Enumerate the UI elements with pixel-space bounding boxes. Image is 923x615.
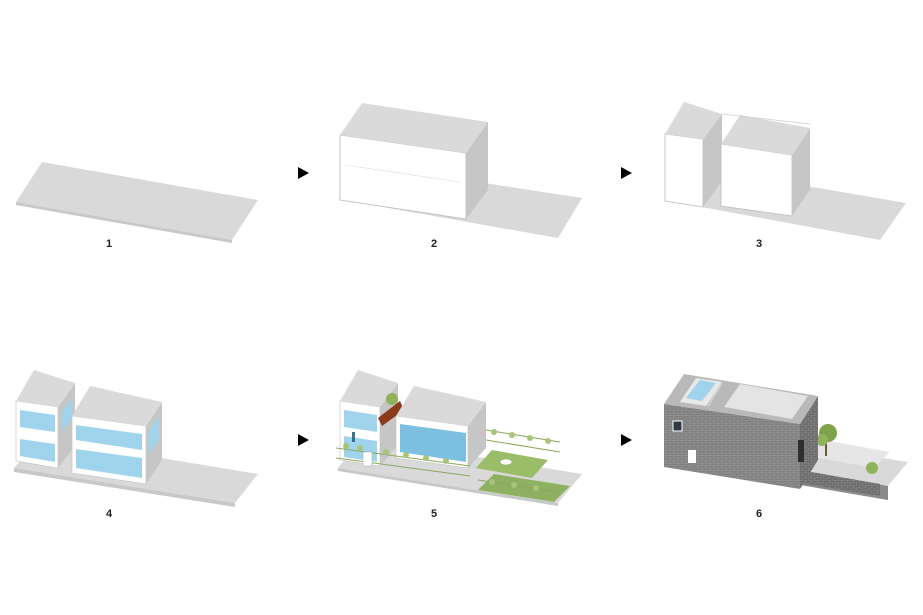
right-volume <box>395 386 486 469</box>
left-volume <box>15 370 75 469</box>
arrow-right-icon <box>621 167 632 179</box>
step-3-diagram <box>664 102 906 240</box>
step-label-4: 4 <box>106 508 113 520</box>
step-label-1: 1 <box>106 238 112 250</box>
arrow-right-icon <box>621 434 632 446</box>
arrow-right-icon <box>298 167 309 179</box>
step-5-diagram <box>335 370 582 506</box>
left-volume <box>664 102 722 208</box>
step-label-2: 2 <box>431 238 437 250</box>
step-label-3: 3 <box>756 238 762 250</box>
ground-plot <box>16 162 258 243</box>
step-1-diagram <box>16 162 258 243</box>
arrow-right-icon <box>298 434 309 446</box>
single-volume <box>339 103 488 220</box>
right-volume <box>71 386 162 485</box>
step-4-diagram <box>14 370 258 507</box>
step-label-5: 5 <box>431 508 437 520</box>
right-volume <box>720 115 810 217</box>
brick-clad-house <box>664 374 818 489</box>
courtyard <box>808 424 890 474</box>
step-label-6: 6 <box>756 508 762 520</box>
step-6-diagram <box>664 374 908 500</box>
step-2-diagram <box>338 103 582 238</box>
tree-group <box>343 429 551 491</box>
